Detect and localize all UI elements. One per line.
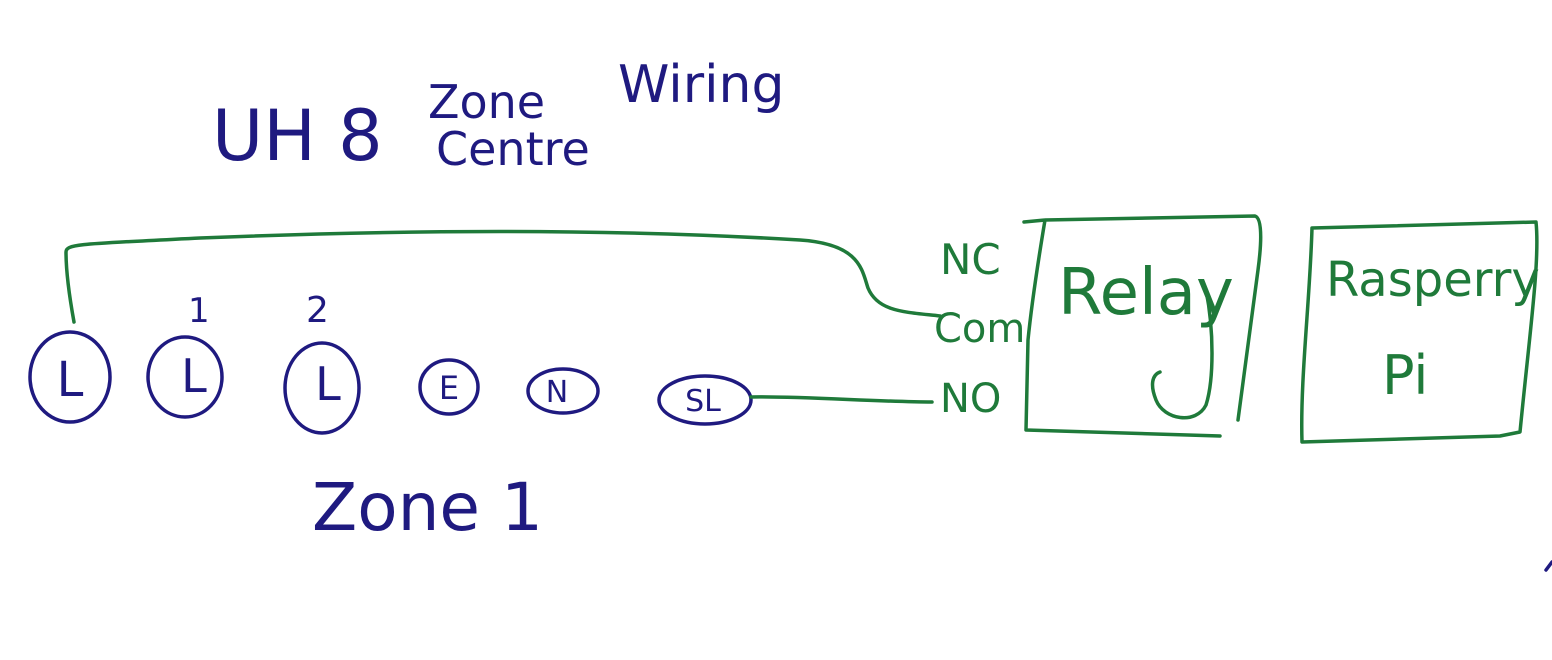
terminal-label: SL	[685, 384, 721, 419]
terminal-number-2: 2	[306, 290, 329, 331]
raspberry-pi-box	[1300, 220, 1539, 444]
terminal-circle	[526, 367, 600, 415]
title-centre: Centre	[436, 122, 590, 176]
terminal-label: L	[315, 357, 341, 411]
terminal-l2: L	[283, 341, 361, 435]
terminal-label: L	[181, 349, 207, 403]
relay-box	[1022, 214, 1263, 438]
relay-pin-com: Com	[934, 306, 1025, 352]
terminal-l1: L	[146, 335, 224, 419]
terminal-circle	[283, 341, 361, 435]
terminal-number-1: 1	[188, 291, 210, 331]
relay-label: Relay	[1058, 256, 1234, 330]
terminal-sl: SL	[657, 374, 753, 426]
terminal-circle	[146, 335, 224, 419]
terminal-label: N	[546, 375, 568, 410]
terminal-circle	[418, 358, 480, 416]
zone-label: Zone 1	[312, 469, 543, 546]
relay-pin-no: NO	[940, 376, 1001, 422]
terminal-label: L	[57, 352, 84, 408]
terminal-circle	[28, 330, 112, 424]
pi-label-line2: Pi	[1382, 344, 1428, 407]
terminal-circle	[657, 374, 753, 426]
wire-sl-to-no	[749, 395, 934, 404]
terminal-n: N	[526, 367, 600, 415]
title-uh8: UH 8	[212, 95, 383, 177]
terminal-label: E	[439, 369, 459, 407]
pi-label-line1: Rasperry	[1326, 252, 1540, 308]
wire-l-to-com	[64, 229, 942, 324]
relay-pin-nc: NC	[940, 235, 1001, 284]
title-wiring: Wiring	[618, 55, 785, 115]
stray-mark	[1544, 560, 1552, 572]
relay-label-tail	[1150, 288, 1214, 420]
terminal-e: E	[418, 358, 480, 416]
terminal-l: L	[28, 330, 112, 424]
title-zone: Zone	[428, 75, 545, 129]
